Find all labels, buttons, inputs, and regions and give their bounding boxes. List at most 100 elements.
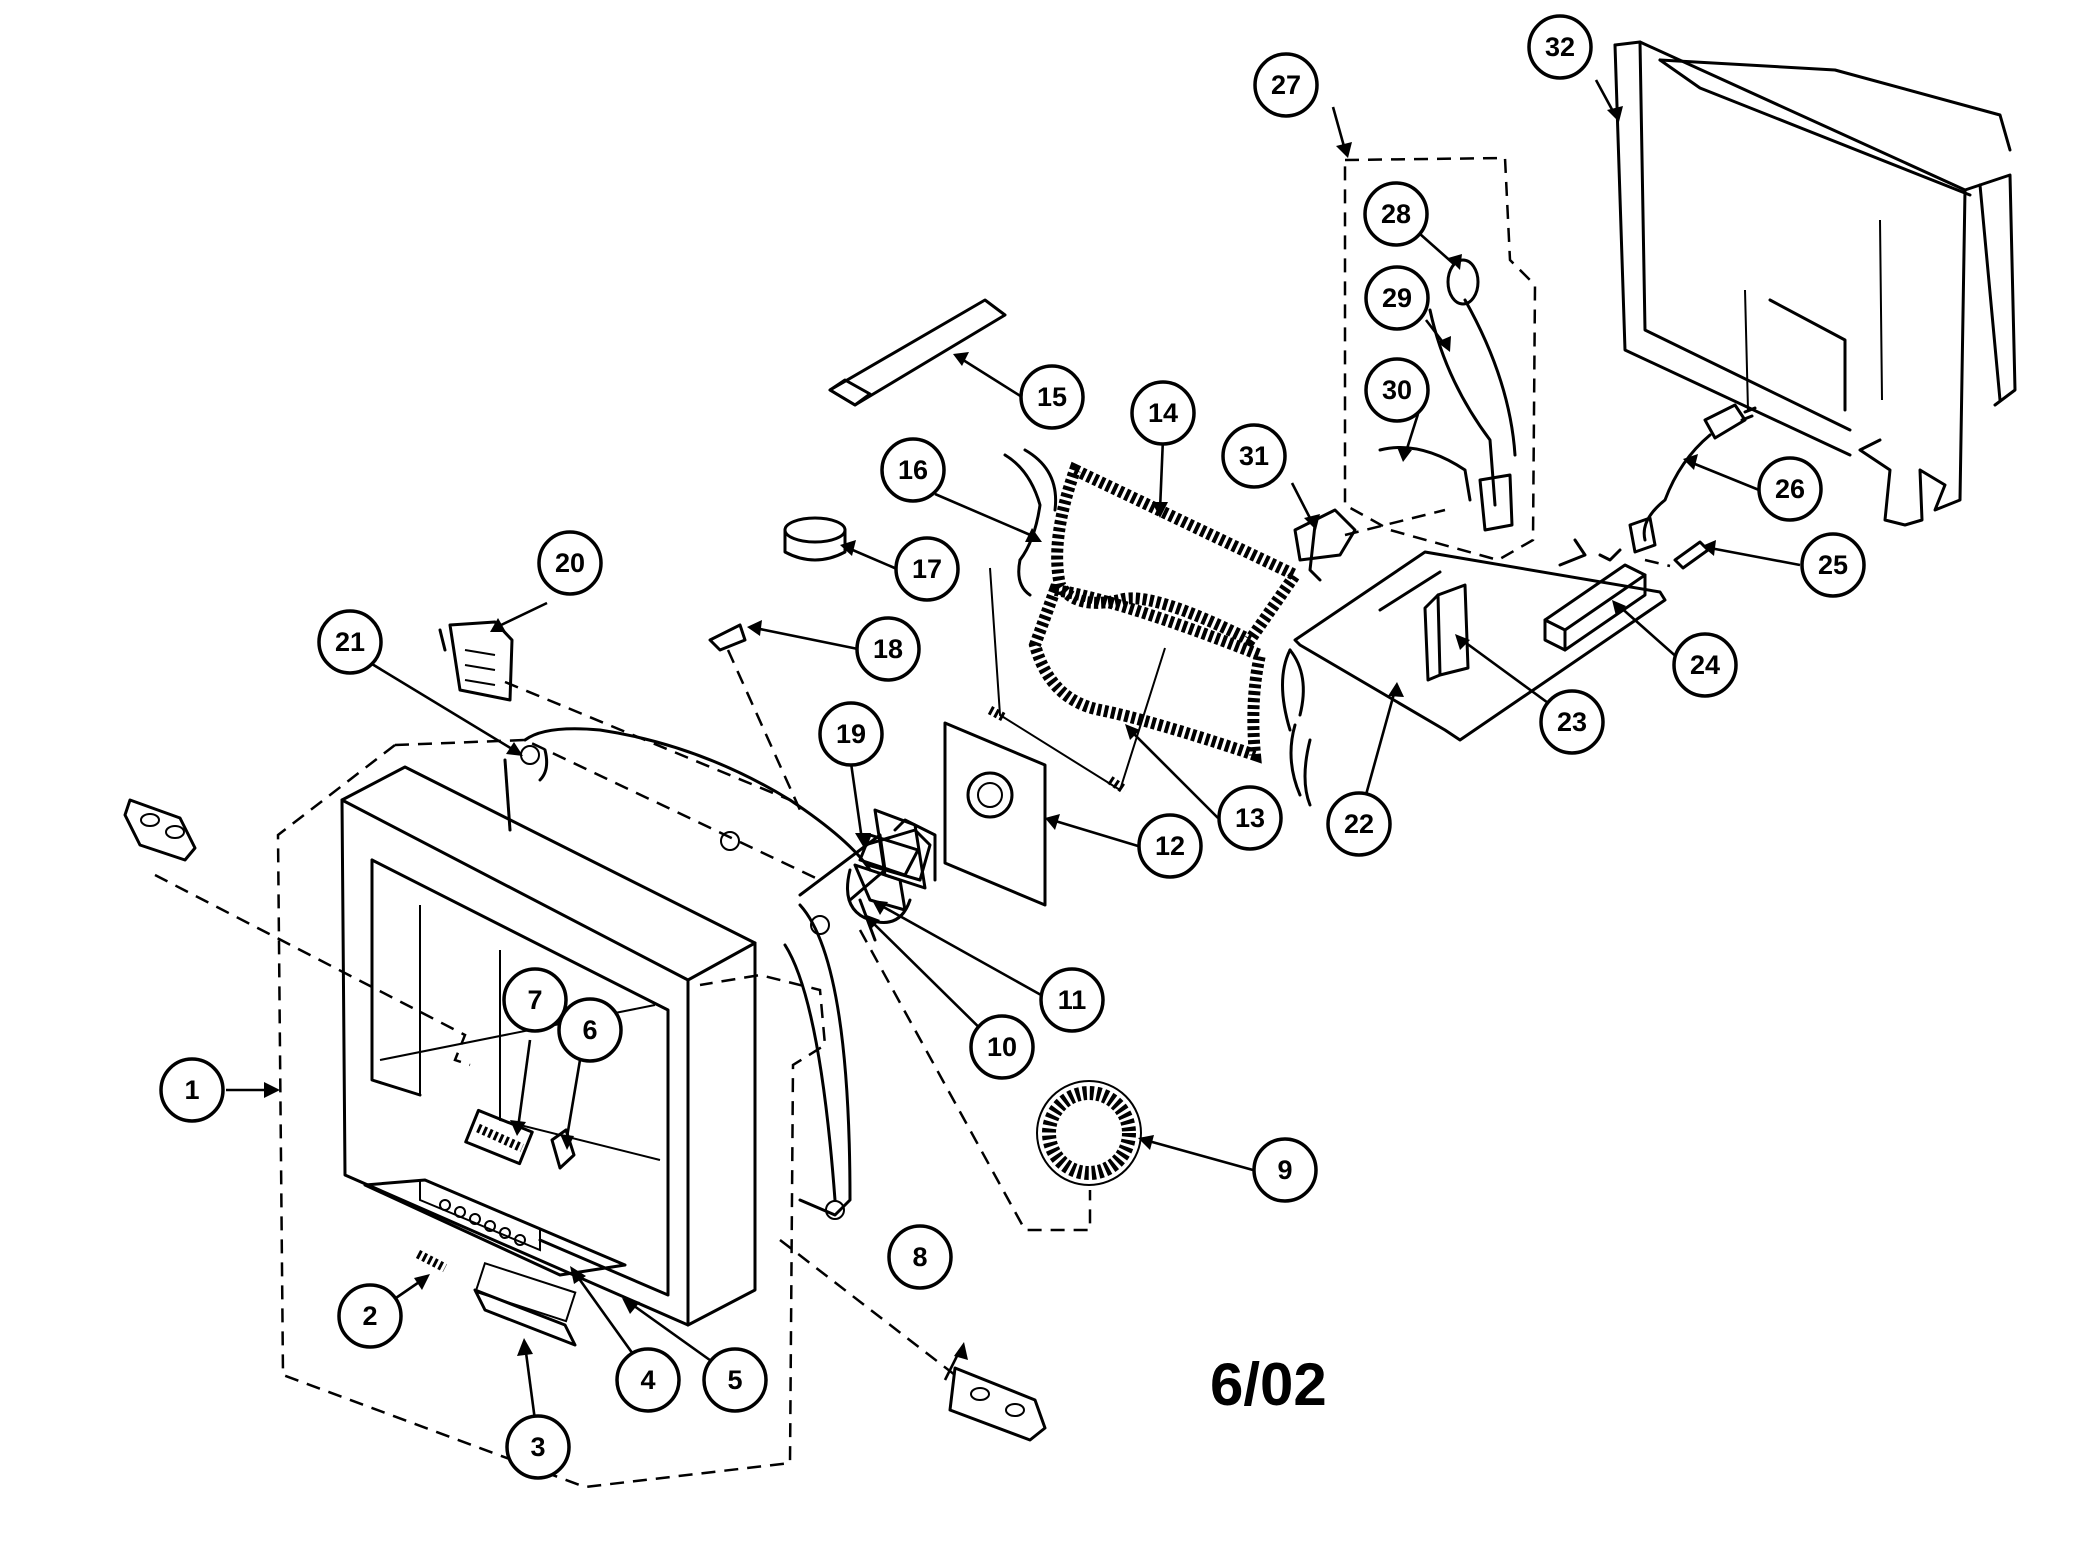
callout-22-label: 22 [1344, 809, 1374, 839]
callout-2-label: 2 [362, 1301, 377, 1331]
callout-23-label: 23 [1557, 707, 1587, 737]
callout-18-label: 18 [873, 634, 903, 664]
part-23-component [1423, 583, 1470, 682]
callout-32-label: 32 [1545, 32, 1575, 62]
callout-27-label: 27 [1271, 70, 1301, 100]
callout-2: 2 [337, 1283, 403, 1349]
part-19-neck-socket [866, 808, 937, 890]
part-12-crt-board [943, 721, 1047, 907]
callout-17-label: 17 [912, 554, 942, 584]
part-28-29-30-hv-lead [1378, 258, 1517, 532]
callout-8-label: 8 [912, 1242, 927, 1272]
callout-31-label: 31 [1239, 441, 1269, 471]
callout-7: 7 [502, 967, 568, 1033]
callout-13: 13 [1217, 785, 1283, 851]
part-14-tape-frame-upper [1051, 461, 1304, 648]
callout-14-label: 14 [1148, 398, 1178, 428]
part-13-wire [989, 567, 1166, 792]
callout-6-label: 6 [582, 1015, 597, 1045]
callout-28: 28 [1363, 181, 1429, 247]
callout-21-label: 21 [335, 627, 365, 657]
callout-15-label: 15 [1037, 382, 1067, 412]
callout-22: 22 [1326, 791, 1392, 857]
callout-15: 15 [1019, 364, 1085, 430]
part-15-cable-strip [828, 298, 1007, 407]
callout-4-label: 4 [640, 1365, 655, 1395]
callout-6: 6 [557, 997, 623, 1063]
callout-1: 1 [159, 1057, 225, 1123]
callout-4: 4 [615, 1347, 681, 1413]
callout-12-label: 12 [1155, 831, 1185, 861]
part-22-main-board [1293, 538, 1667, 742]
part-3-door-panel [473, 1288, 577, 1347]
callout-16-label: 16 [898, 455, 928, 485]
callout-19-label: 19 [836, 719, 866, 749]
callout-30-label: 30 [1382, 375, 1412, 405]
part-13-wire-clip [987, 706, 1008, 722]
callout-32: 32 [1527, 14, 1593, 80]
callout-14: 14 [1130, 380, 1196, 446]
callout-20-label: 20 [555, 548, 585, 578]
part-2-screw-strip [415, 1250, 448, 1272]
callout-9-label: 9 [1277, 1155, 1292, 1185]
date-code: 6/02 [1210, 1351, 1327, 1418]
callout-3: 3 [505, 1414, 571, 1480]
callout-11-label: 11 [1058, 985, 1087, 1015]
part-27-flyback-group-boundary [1343, 156, 1537, 562]
callout-25: 25 [1800, 532, 1866, 598]
front-buttons [439, 1199, 526, 1246]
callout-3-label: 3 [530, 1432, 545, 1462]
part-9-dashed-guide [858, 929, 1092, 1232]
callout-31: 31 [1221, 423, 1287, 489]
part-20-dashed-guide [504, 680, 791, 802]
callout-30: 30 [1364, 357, 1430, 423]
callout-24-label: 24 [1690, 650, 1720, 680]
part-13-tape-frame-lower [1028, 583, 1267, 764]
part-24-heatsink [1543, 563, 1647, 652]
part-25-dashed-guide [1644, 558, 1671, 568]
part-8-dashed-guide [779, 1239, 956, 1376]
callout-1-label: 1 [184, 1075, 199, 1105]
part-17-ferrite-cap [783, 516, 847, 562]
callout-5: 5 [702, 1347, 768, 1413]
callout-29-label: 29 [1382, 283, 1412, 313]
part-31-clip [1293, 508, 1357, 582]
callout-10-label: 10 [987, 1032, 1017, 1062]
left-bracket [123, 798, 197, 862]
part-8-bracket [948, 1366, 1047, 1442]
leader-lines [226, 79, 1801, 1444]
callout-26: 26 [1757, 456, 1823, 522]
callout-11: 11 [1039, 967, 1105, 1033]
callout-12: 12 [1137, 813, 1203, 879]
part-1-front-cabinet-assembly [276, 738, 827, 1489]
callout-16: 16 [880, 437, 946, 503]
callout-13-label: 13 [1235, 803, 1265, 833]
callout-28-label: 28 [1381, 199, 1411, 229]
callout-27: 27 [1253, 52, 1319, 118]
callout-29: 29 [1364, 265, 1430, 331]
callout-17: 17 [894, 536, 960, 602]
callout-23: 23 [1539, 689, 1605, 755]
callout-18: 18 [855, 616, 921, 682]
callout-5-label: 5 [727, 1365, 742, 1395]
part-32-back-cabinet [1613, 40, 2017, 527]
part-9-degauss-ring [1036, 1080, 1142, 1186]
arrowheads [264, 106, 1716, 1360]
part-16-wedges [1003, 448, 1312, 807]
part-26-power-cord [1598, 403, 1757, 562]
part-18-dashed-guide [726, 649, 802, 811]
callout-9: 9 [1252, 1137, 1318, 1203]
left-bracket-dashed-guide [154, 873, 471, 1067]
callout-24: 24 [1672, 632, 1738, 698]
callout-20: 20 [537, 530, 603, 596]
part-18-clip [708, 623, 747, 652]
callout-19: 19 [818, 701, 884, 767]
callout-7-label: 7 [527, 985, 542, 1015]
part-31-dashed-guide [1344, 508, 1446, 537]
callout-21: 21 [317, 609, 383, 675]
callout-25-label: 25 [1818, 550, 1848, 580]
callout-26-label: 26 [1775, 474, 1805, 504]
callout-8: 8 [887, 1224, 953, 1290]
callout-10: 10 [969, 1014, 1035, 1080]
